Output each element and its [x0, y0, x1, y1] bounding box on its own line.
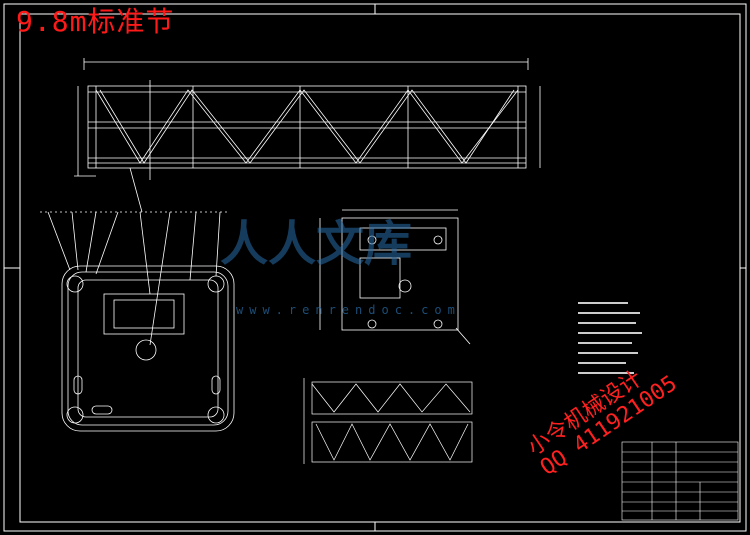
truss-detail-views	[303, 378, 473, 464]
frame-plan-view	[40, 211, 235, 432]
title-block	[621, 441, 739, 521]
sheet-border	[3, 3, 747, 532]
technical-notes	[578, 302, 642, 374]
watermark-logo-text: 人人文库	[220, 216, 413, 272]
truss-elevation	[74, 58, 541, 213]
watermark-url: www.renrendoc.com	[236, 303, 461, 317]
drawing-title: 9.8m标准节	[16, 5, 175, 38]
base-plate-detail	[319, 209, 471, 345]
